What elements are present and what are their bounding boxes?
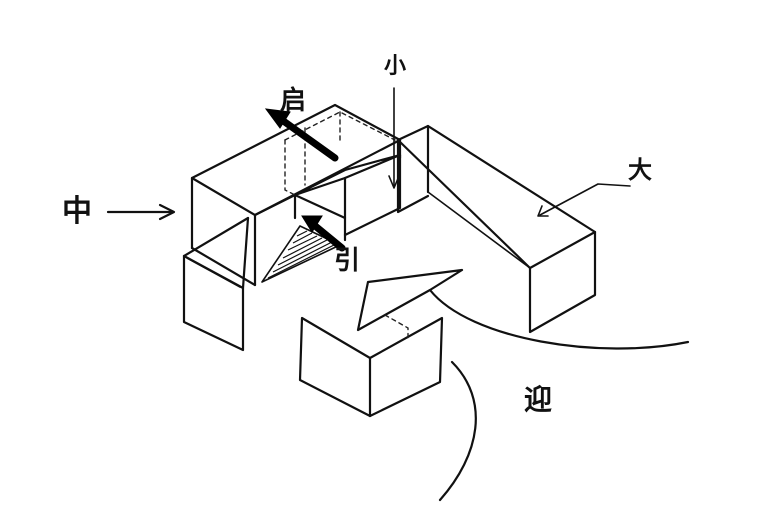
hidden-volume-outline [284, 111, 396, 196]
label-qi: 启 [280, 86, 307, 116]
entrance-wall-volume [298, 316, 444, 418]
label-da: 大 [628, 156, 652, 184]
approach-arrow [356, 268, 690, 350]
label-xiao: 小 [384, 54, 407, 79]
zhong-arrow [106, 203, 176, 221]
large-wall-volume [396, 124, 597, 334]
label-yin: 引 [334, 246, 361, 276]
xiao-arrow [388, 87, 400, 189]
entry-path-curve [438, 360, 477, 502]
hatched-shadow [261, 225, 341, 283]
small-box-volume [293, 153, 402, 242]
label-ying: 迎 [524, 383, 553, 416]
label-zhong: 中 [62, 194, 92, 229]
da-arrow [537, 183, 631, 217]
yin-arrow [301, 215, 346, 252]
qi-arrow [264, 108, 339, 162]
base-box-volume [182, 216, 250, 352]
